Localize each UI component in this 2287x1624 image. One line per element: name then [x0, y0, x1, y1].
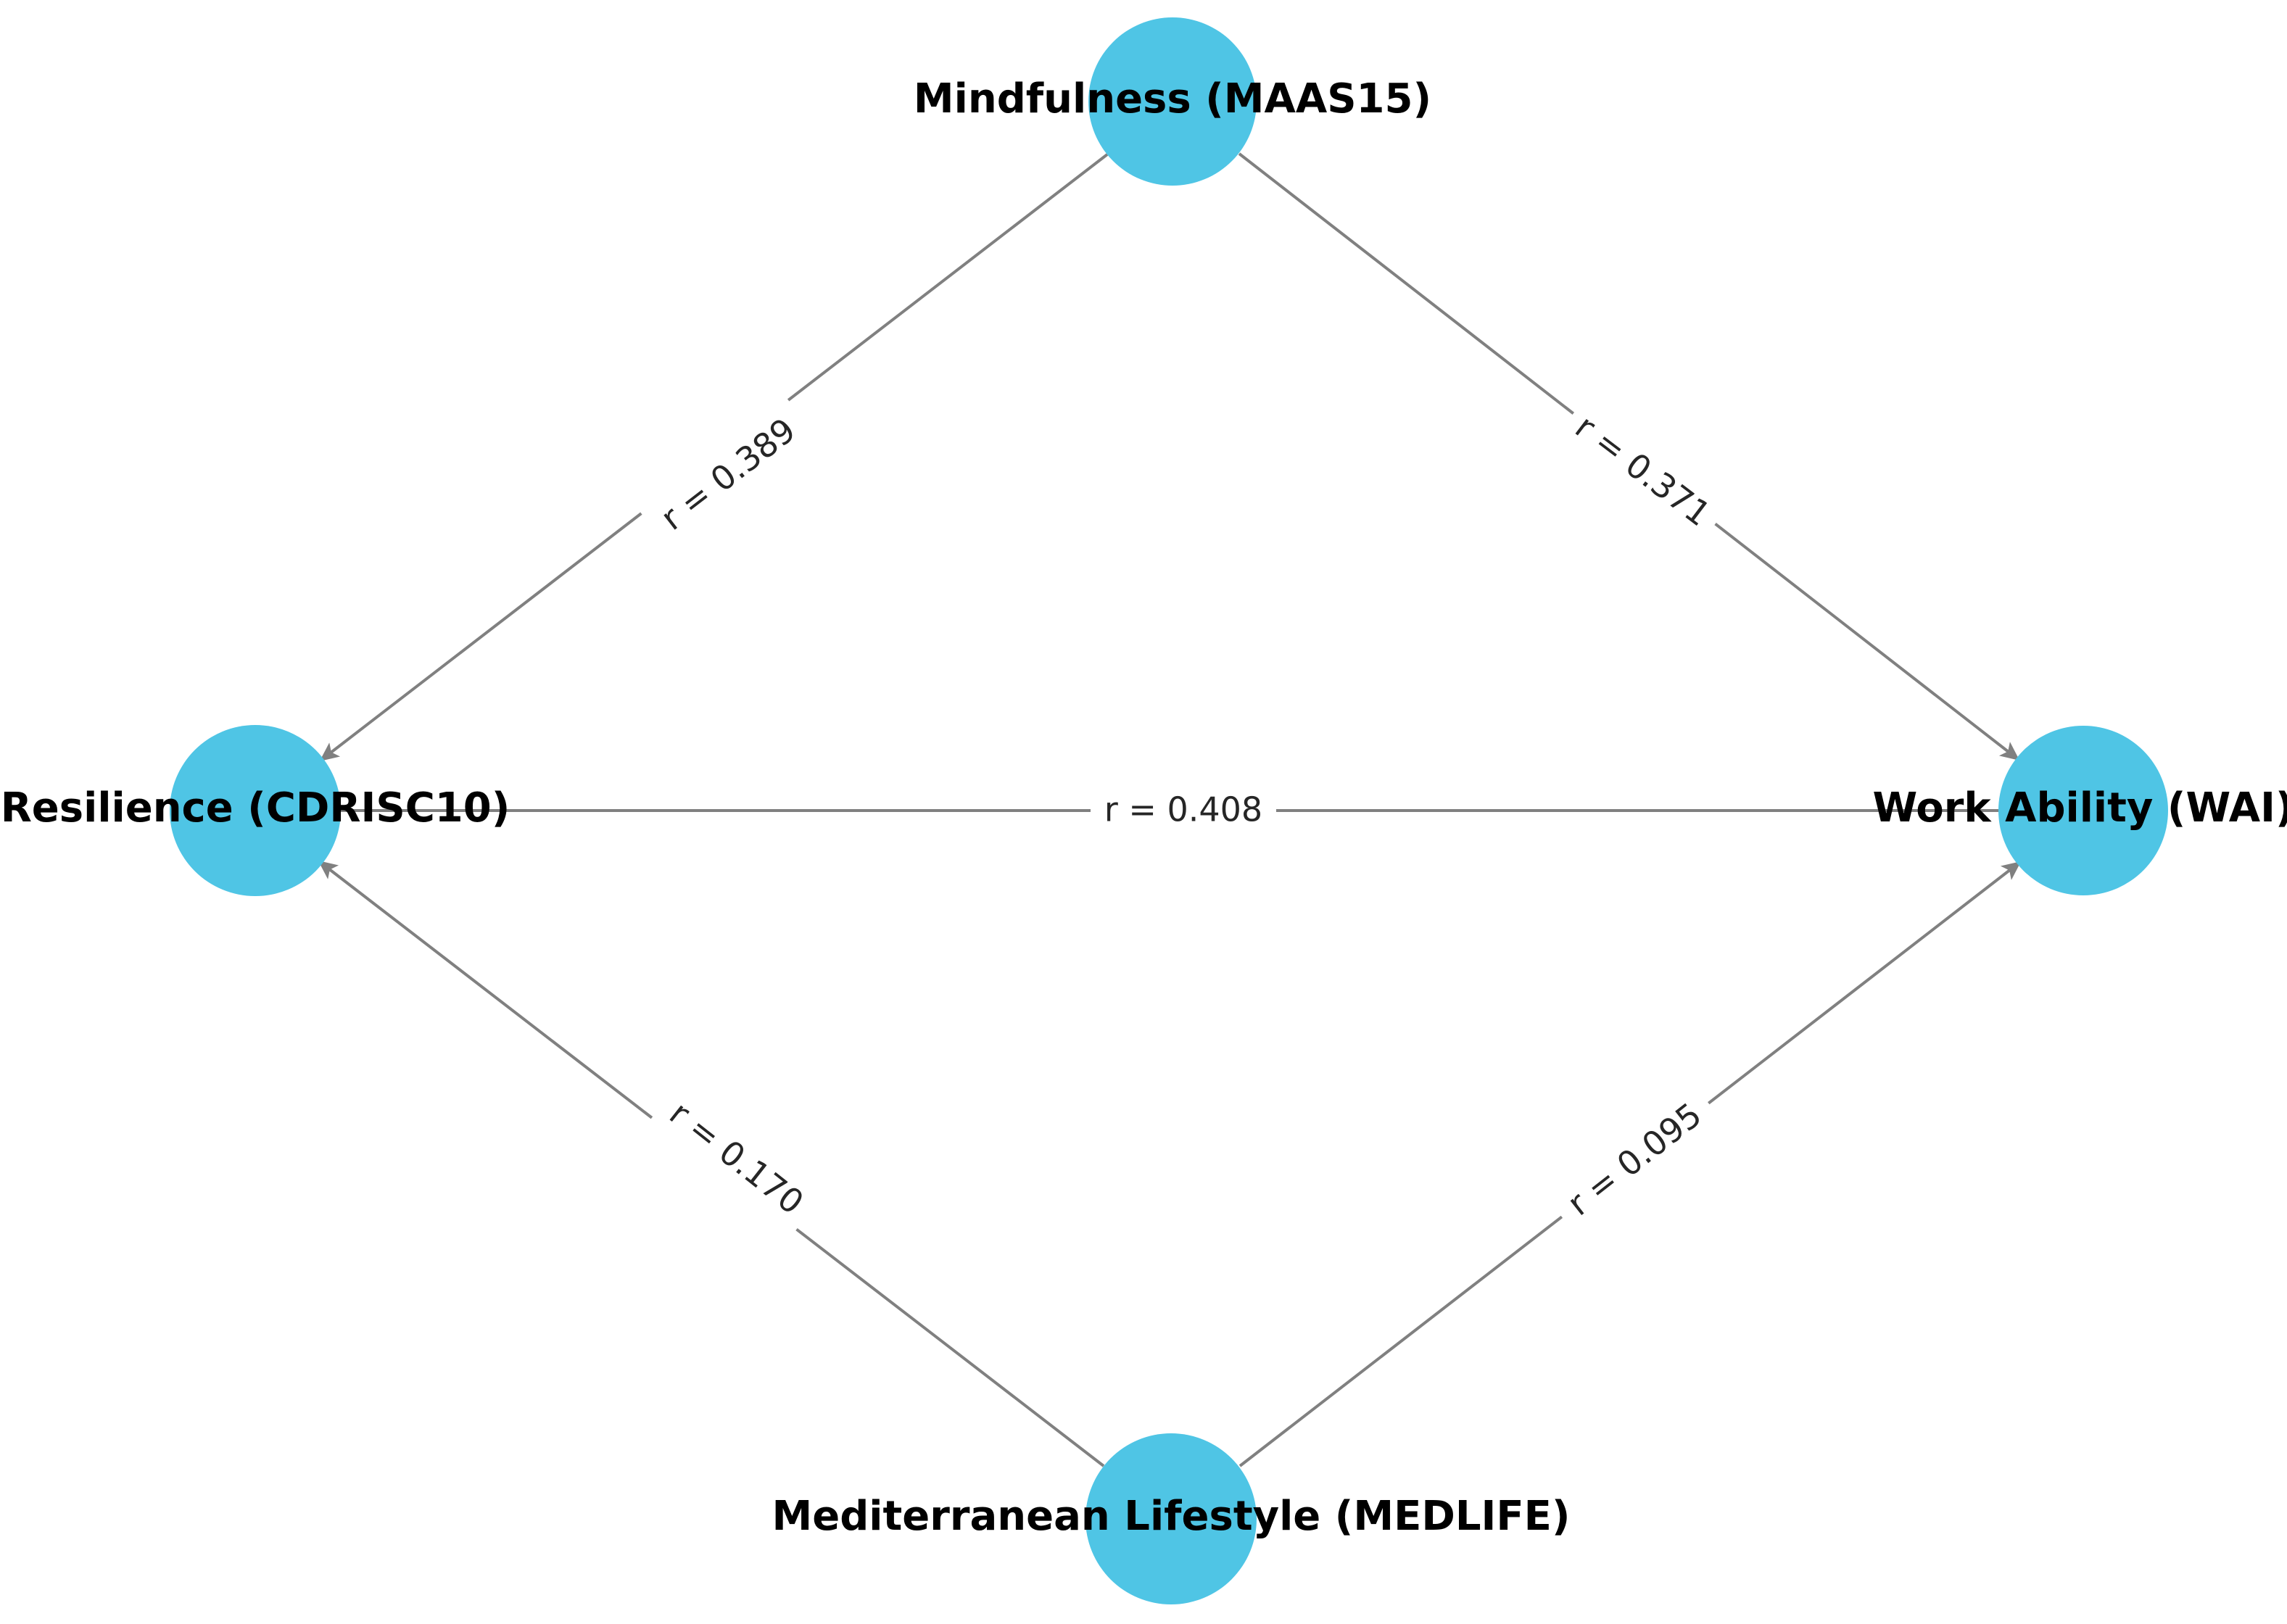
node-label-mediterranean-lifestyle-medlife: Mediterranean Lifestyle (MEDLIFE)	[772, 1493, 1571, 1540]
edge-label-backdrop	[640, 398, 818, 552]
edge-labels-layer: r = 0.389 r = 0.371 r = 0.408 r = 0.170 …	[640, 397, 1729, 1237]
edge-label-medlife-cdrisc10: r = 0.170	[662, 1093, 811, 1222]
edge-label-backdrop	[648, 1082, 824, 1235]
node-label-mindfulness-maas15: Mindfulness (MAAS15)	[914, 75, 1431, 123]
edge-label-group-medlife-cdrisc10: r = 0.170	[648, 1082, 824, 1235]
node-mindfulness-maas15[interactable]	[1088, 17, 1257, 186]
node-labels-layer: Mindfulness (MAAS15) Resilience (CDRISC1…	[1, 75, 2287, 1540]
edge-label-medlife-wai: r = 0.095	[1560, 1095, 1708, 1223]
node-work-ability-wai[interactable]	[1998, 726, 2168, 895]
edge-label-maas15-cdrisc10: r = 0.389	[653, 410, 803, 538]
edge-label-group-medlife-wai: r = 0.095	[1547, 1083, 1724, 1237]
node-mediterranean-lifestyle-medlife[interactable]	[1085, 1433, 1257, 1604]
edge-label-maas15-wai: r = 0.371	[1568, 407, 1719, 534]
edge-label-backdrop	[1547, 1083, 1724, 1237]
node-label-work-ability-wai: Work Ability (WAI)	[1873, 784, 2287, 832]
node-resilience-cdrisc10[interactable]	[170, 725, 341, 896]
edge-label-group-cdrisc10-wai: r = 0.408	[1091, 784, 1276, 837]
edge-label-cdrisc10-wai: r = 0.408	[1104, 790, 1262, 829]
edge-label-group-maas15-wai: r = 0.371	[1555, 397, 1729, 546]
node-label-resilience-cdrisc10: Resilience (CDRISC10)	[1, 784, 510, 832]
edge-label-backdrop	[1091, 784, 1276, 837]
nodes-layer	[170, 17, 2168, 1604]
edge-label-group-maas15-cdrisc10: r = 0.389	[640, 398, 818, 552]
edge-label-backdrop	[1555, 397, 1729, 546]
